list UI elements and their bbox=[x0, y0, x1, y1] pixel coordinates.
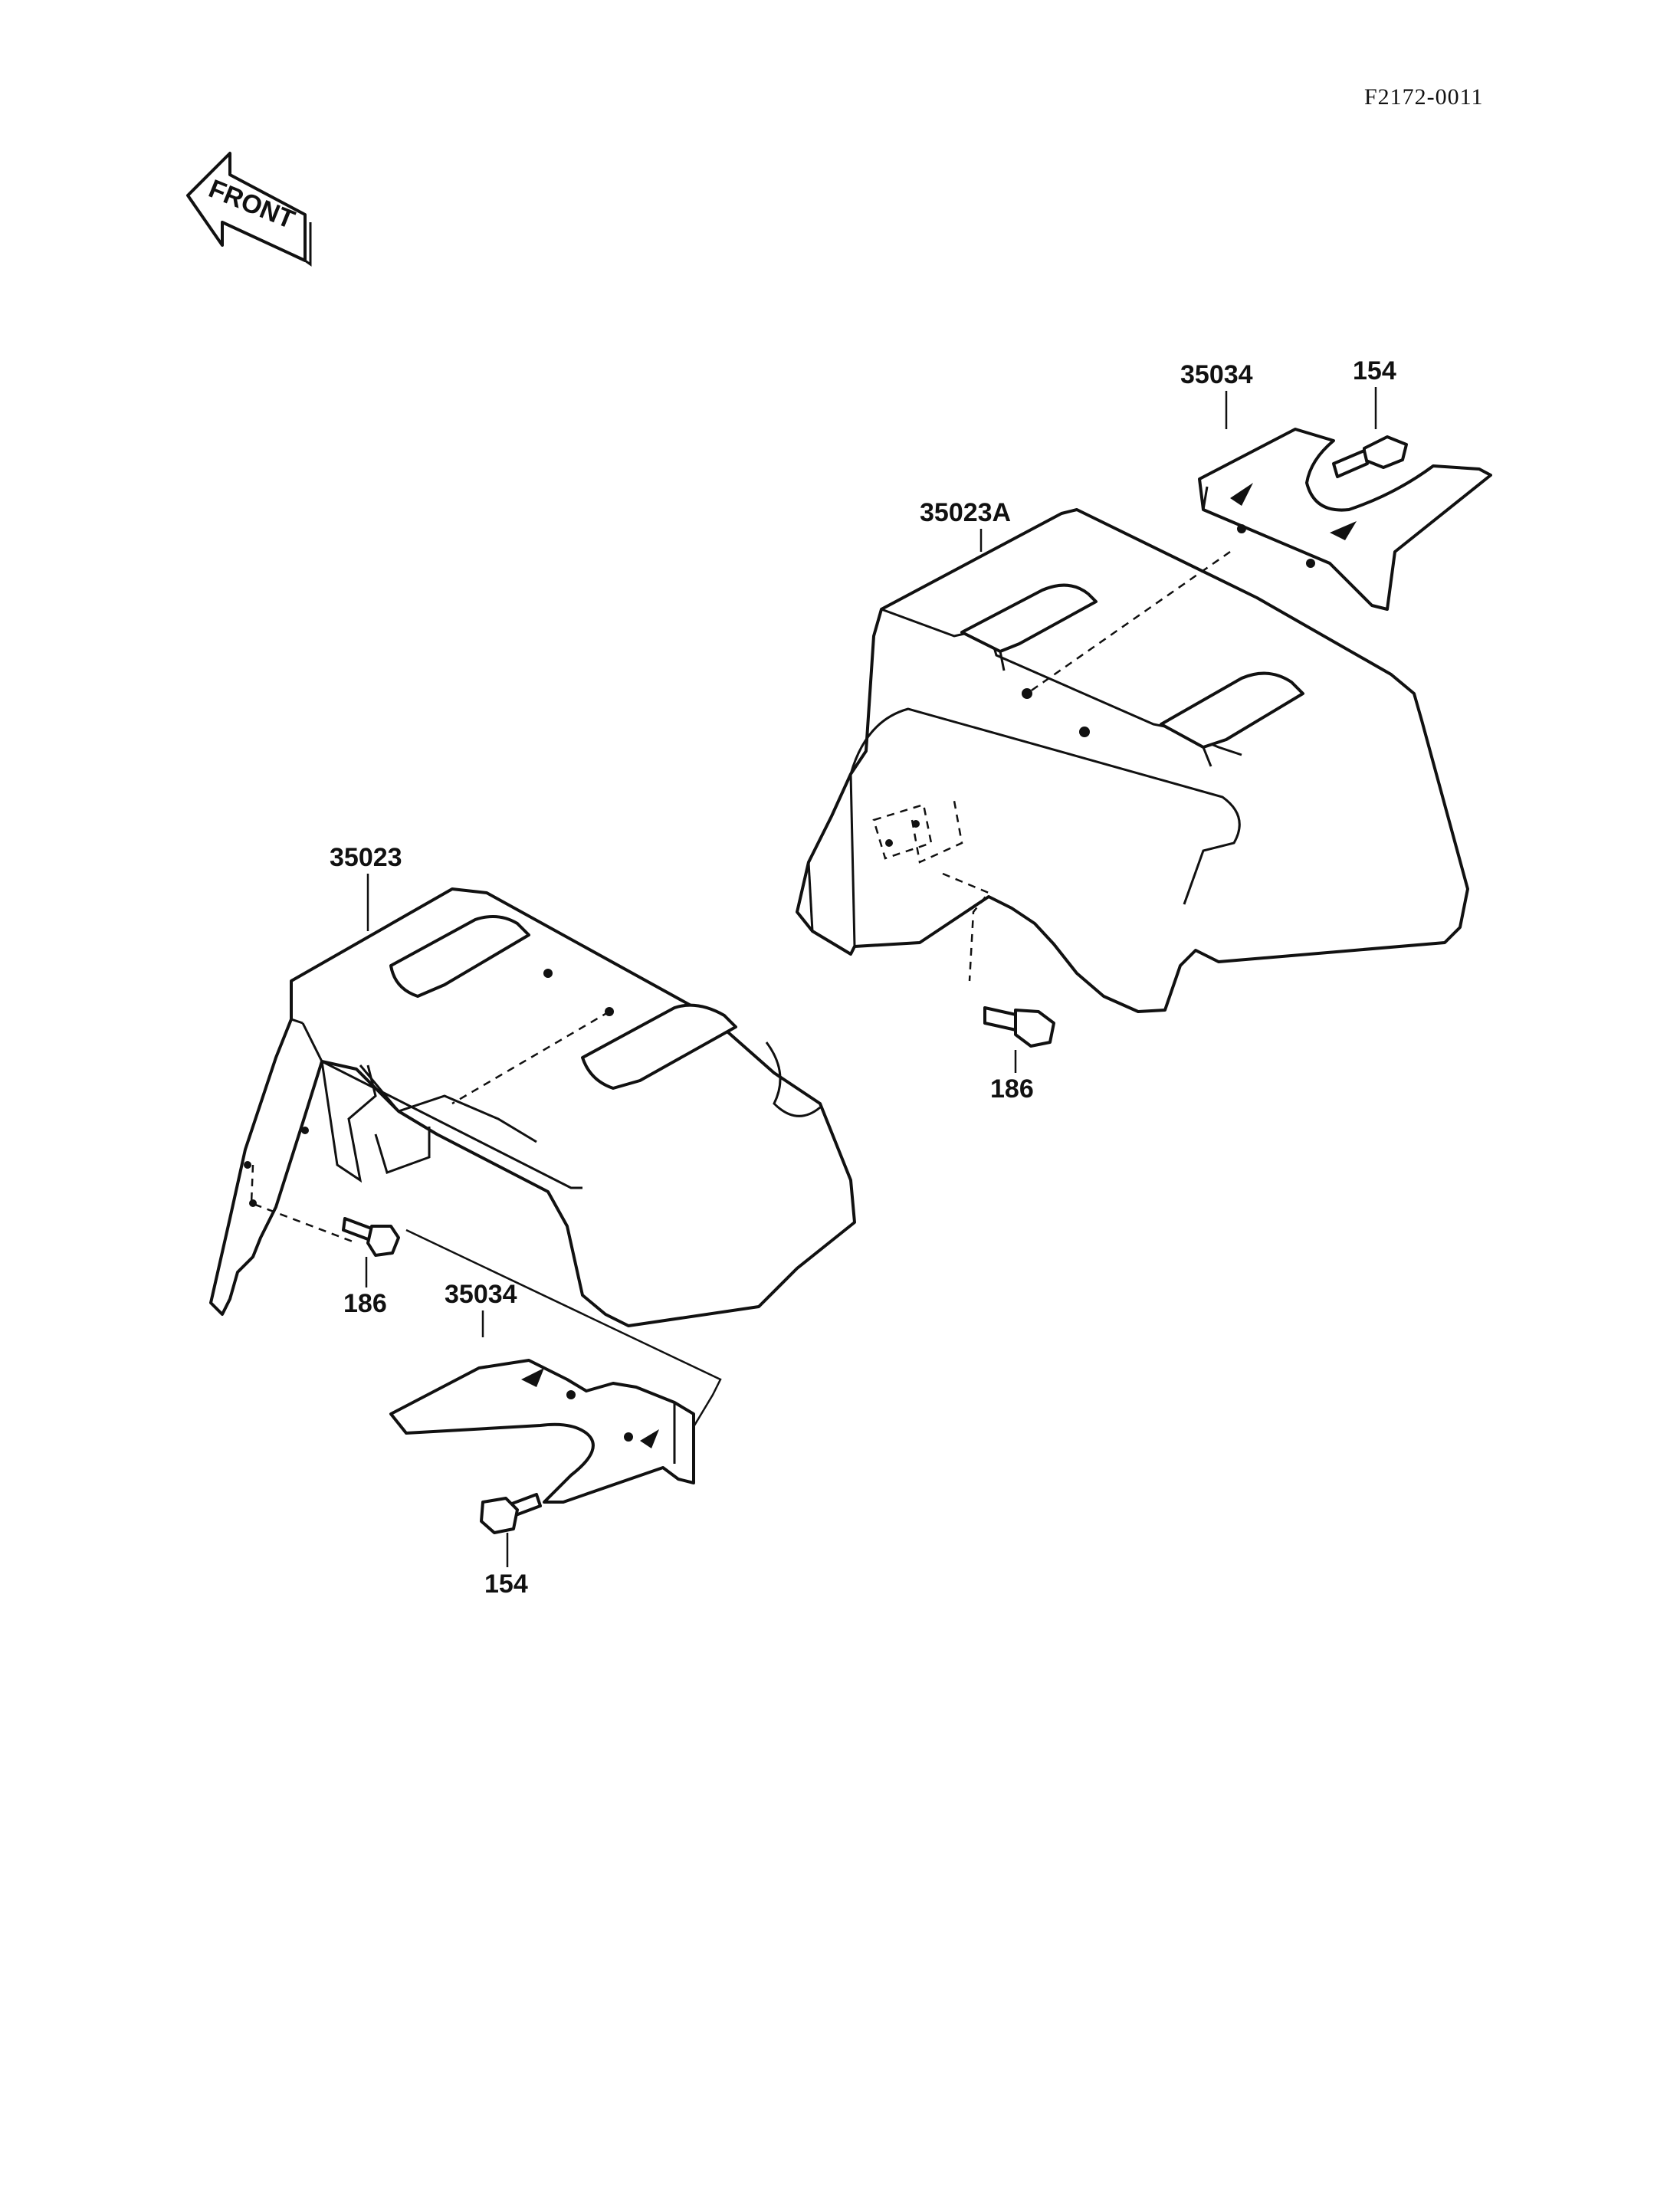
callout-35023: 35023 bbox=[330, 843, 402, 872]
rear-fender-cover bbox=[796, 508, 1469, 1013]
front-mud-flap bbox=[389, 1359, 695, 1504]
callout-35034-lower: 35034 bbox=[445, 1280, 517, 1309]
callout-35034-upper: 35034 bbox=[1180, 360, 1253, 389]
callout-186-rear: 186 bbox=[990, 1074, 1034, 1104]
callout-154-lower: 154 bbox=[484, 1570, 528, 1599]
rear-bolt-154 bbox=[1332, 435, 1408, 478]
front-fender-cover bbox=[209, 887, 856, 1327]
front-direction-arrow: FRONT bbox=[186, 152, 312, 267]
callout-35023A: 35023A bbox=[920, 498, 1011, 527]
front-bolt-154 bbox=[480, 1493, 542, 1534]
rear-mud-flap bbox=[1198, 428, 1492, 611]
drawing-code: F2172-0011 bbox=[1364, 84, 1484, 110]
front-bolt-186 bbox=[342, 1217, 400, 1257]
callout-186-front: 186 bbox=[343, 1289, 387, 1318]
front-side-bolt-line bbox=[250, 1164, 353, 1243]
front-flap-mounting-line bbox=[451, 1010, 610, 1105]
front-flap-outline-guide bbox=[405, 1228, 722, 1434]
rear-bolt-186 bbox=[983, 1006, 1055, 1048]
callout-154-upper: 154 bbox=[1353, 356, 1396, 385]
